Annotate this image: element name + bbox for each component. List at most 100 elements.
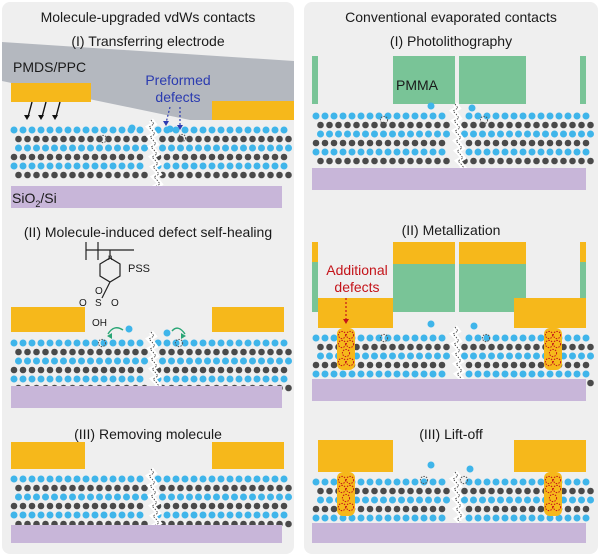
lattice-atom	[375, 139, 383, 147]
lattice-atom	[528, 505, 536, 513]
lattice-atom	[10, 162, 18, 170]
lattice-atom	[362, 130, 369, 138]
lattice-atom	[429, 139, 437, 147]
lattice-atom	[560, 130, 567, 138]
lattice-atom	[362, 487, 369, 495]
lattice-atom	[172, 511, 180, 519]
lattice-atom	[37, 153, 45, 161]
lattice-atom	[249, 171, 256, 179]
lattice-atom	[366, 478, 374, 486]
lattice-atom	[366, 514, 374, 522]
lattice-atom	[123, 135, 130, 143]
lattice-atom	[470, 130, 477, 138]
lattice-atom	[321, 361, 329, 369]
lattice-atom	[10, 511, 18, 519]
lattice-atom	[425, 121, 432, 129]
lattice-atom	[195, 484, 202, 492]
lattice-atom	[357, 514, 365, 522]
lattice-atom	[262, 339, 270, 347]
lattice-atom	[114, 144, 121, 152]
lattice-atom	[488, 352, 495, 360]
lattice-atom	[326, 157, 333, 165]
lattice-atom	[465, 148, 473, 156]
lattice-atom	[366, 370, 374, 378]
lattice-atom	[82, 375, 90, 383]
lattice-atom	[55, 153, 63, 161]
lattice-atom	[114, 171, 121, 179]
lattice-atom	[73, 339, 81, 347]
lattice-atom	[46, 162, 54, 170]
pss-oxygen-top: O	[95, 286, 103, 297]
pss-repeat-n: n	[108, 253, 113, 262]
lattice-atom	[46, 475, 54, 483]
lattice-atom	[510, 505, 518, 513]
lattice-atom	[204, 171, 211, 179]
substrate-step2	[312, 379, 586, 401]
lattice-atom	[524, 343, 531, 351]
lattice-atom	[393, 139, 401, 147]
lattice-atom	[438, 334, 446, 342]
lattice-atom	[492, 478, 500, 486]
lattice-atom	[393, 334, 401, 342]
lattice-atom	[357, 148, 365, 156]
lattice-atom	[73, 126, 81, 134]
lattice-atom	[569, 496, 576, 504]
lattice-atom	[204, 348, 211, 356]
lattice-atom	[123, 348, 130, 356]
lattice-atom	[73, 502, 81, 510]
lattice-atom	[159, 144, 166, 152]
lattice-atom	[199, 162, 207, 170]
lattice-atom	[465, 478, 473, 486]
lattice-atom	[28, 375, 36, 383]
lattice-atom	[141, 348, 148, 356]
lattice-atom	[33, 171, 40, 179]
lattice-atom	[262, 511, 270, 519]
lattice-atom	[82, 162, 90, 170]
substrate-step3	[312, 523, 586, 543]
lattice-atom	[407, 496, 414, 504]
lattice-atom	[326, 343, 333, 351]
lattice-atom	[141, 135, 148, 143]
lattice-atom	[515, 157, 522, 165]
lattice-atom	[55, 511, 63, 519]
lattice-atom	[366, 112, 374, 120]
lattice-atom	[411, 505, 419, 513]
lattice-atom	[587, 352, 594, 360]
additional-defect-marker	[337, 484, 347, 494]
lattice-atom	[64, 502, 72, 510]
additional-defect-marker	[341, 493, 351, 503]
lattice-atom	[366, 139, 374, 147]
lattice-atom	[429, 361, 437, 369]
lattice-atom	[488, 487, 495, 495]
lattice-atom	[384, 139, 392, 147]
lattice-atom	[276, 357, 283, 365]
lattice-atom	[285, 348, 292, 356]
lattice-atom	[555, 514, 563, 522]
lattice-atom	[244, 162, 252, 170]
lattice-atom	[366, 334, 374, 342]
lattice-atom	[312, 514, 320, 522]
lattice-atom	[348, 148, 356, 156]
lattice-atom	[587, 487, 594, 495]
lattice-atom	[573, 148, 581, 156]
lattice-atom	[37, 126, 45, 134]
lattice-atom	[407, 487, 414, 495]
lattice-atom	[564, 139, 572, 147]
lattice-atom	[465, 112, 473, 120]
lattice-atom	[235, 375, 243, 383]
lattice-atom	[55, 502, 63, 510]
lattice-atom	[19, 502, 27, 510]
lattice-atom	[519, 478, 527, 486]
lattice-atom	[285, 144, 292, 152]
lattice-atom	[425, 157, 432, 165]
lattice-atom	[271, 502, 279, 510]
lattice-atom	[91, 126, 99, 134]
lattice-atom	[371, 487, 378, 495]
lattice-atom	[276, 144, 283, 152]
lattice-atom	[177, 493, 184, 501]
lattice-atom	[411, 514, 419, 522]
lattice-atom	[398, 130, 405, 138]
lattice-atom	[474, 505, 482, 513]
additional-defect-marker	[544, 330, 554, 340]
lattice-atom	[267, 348, 274, 356]
